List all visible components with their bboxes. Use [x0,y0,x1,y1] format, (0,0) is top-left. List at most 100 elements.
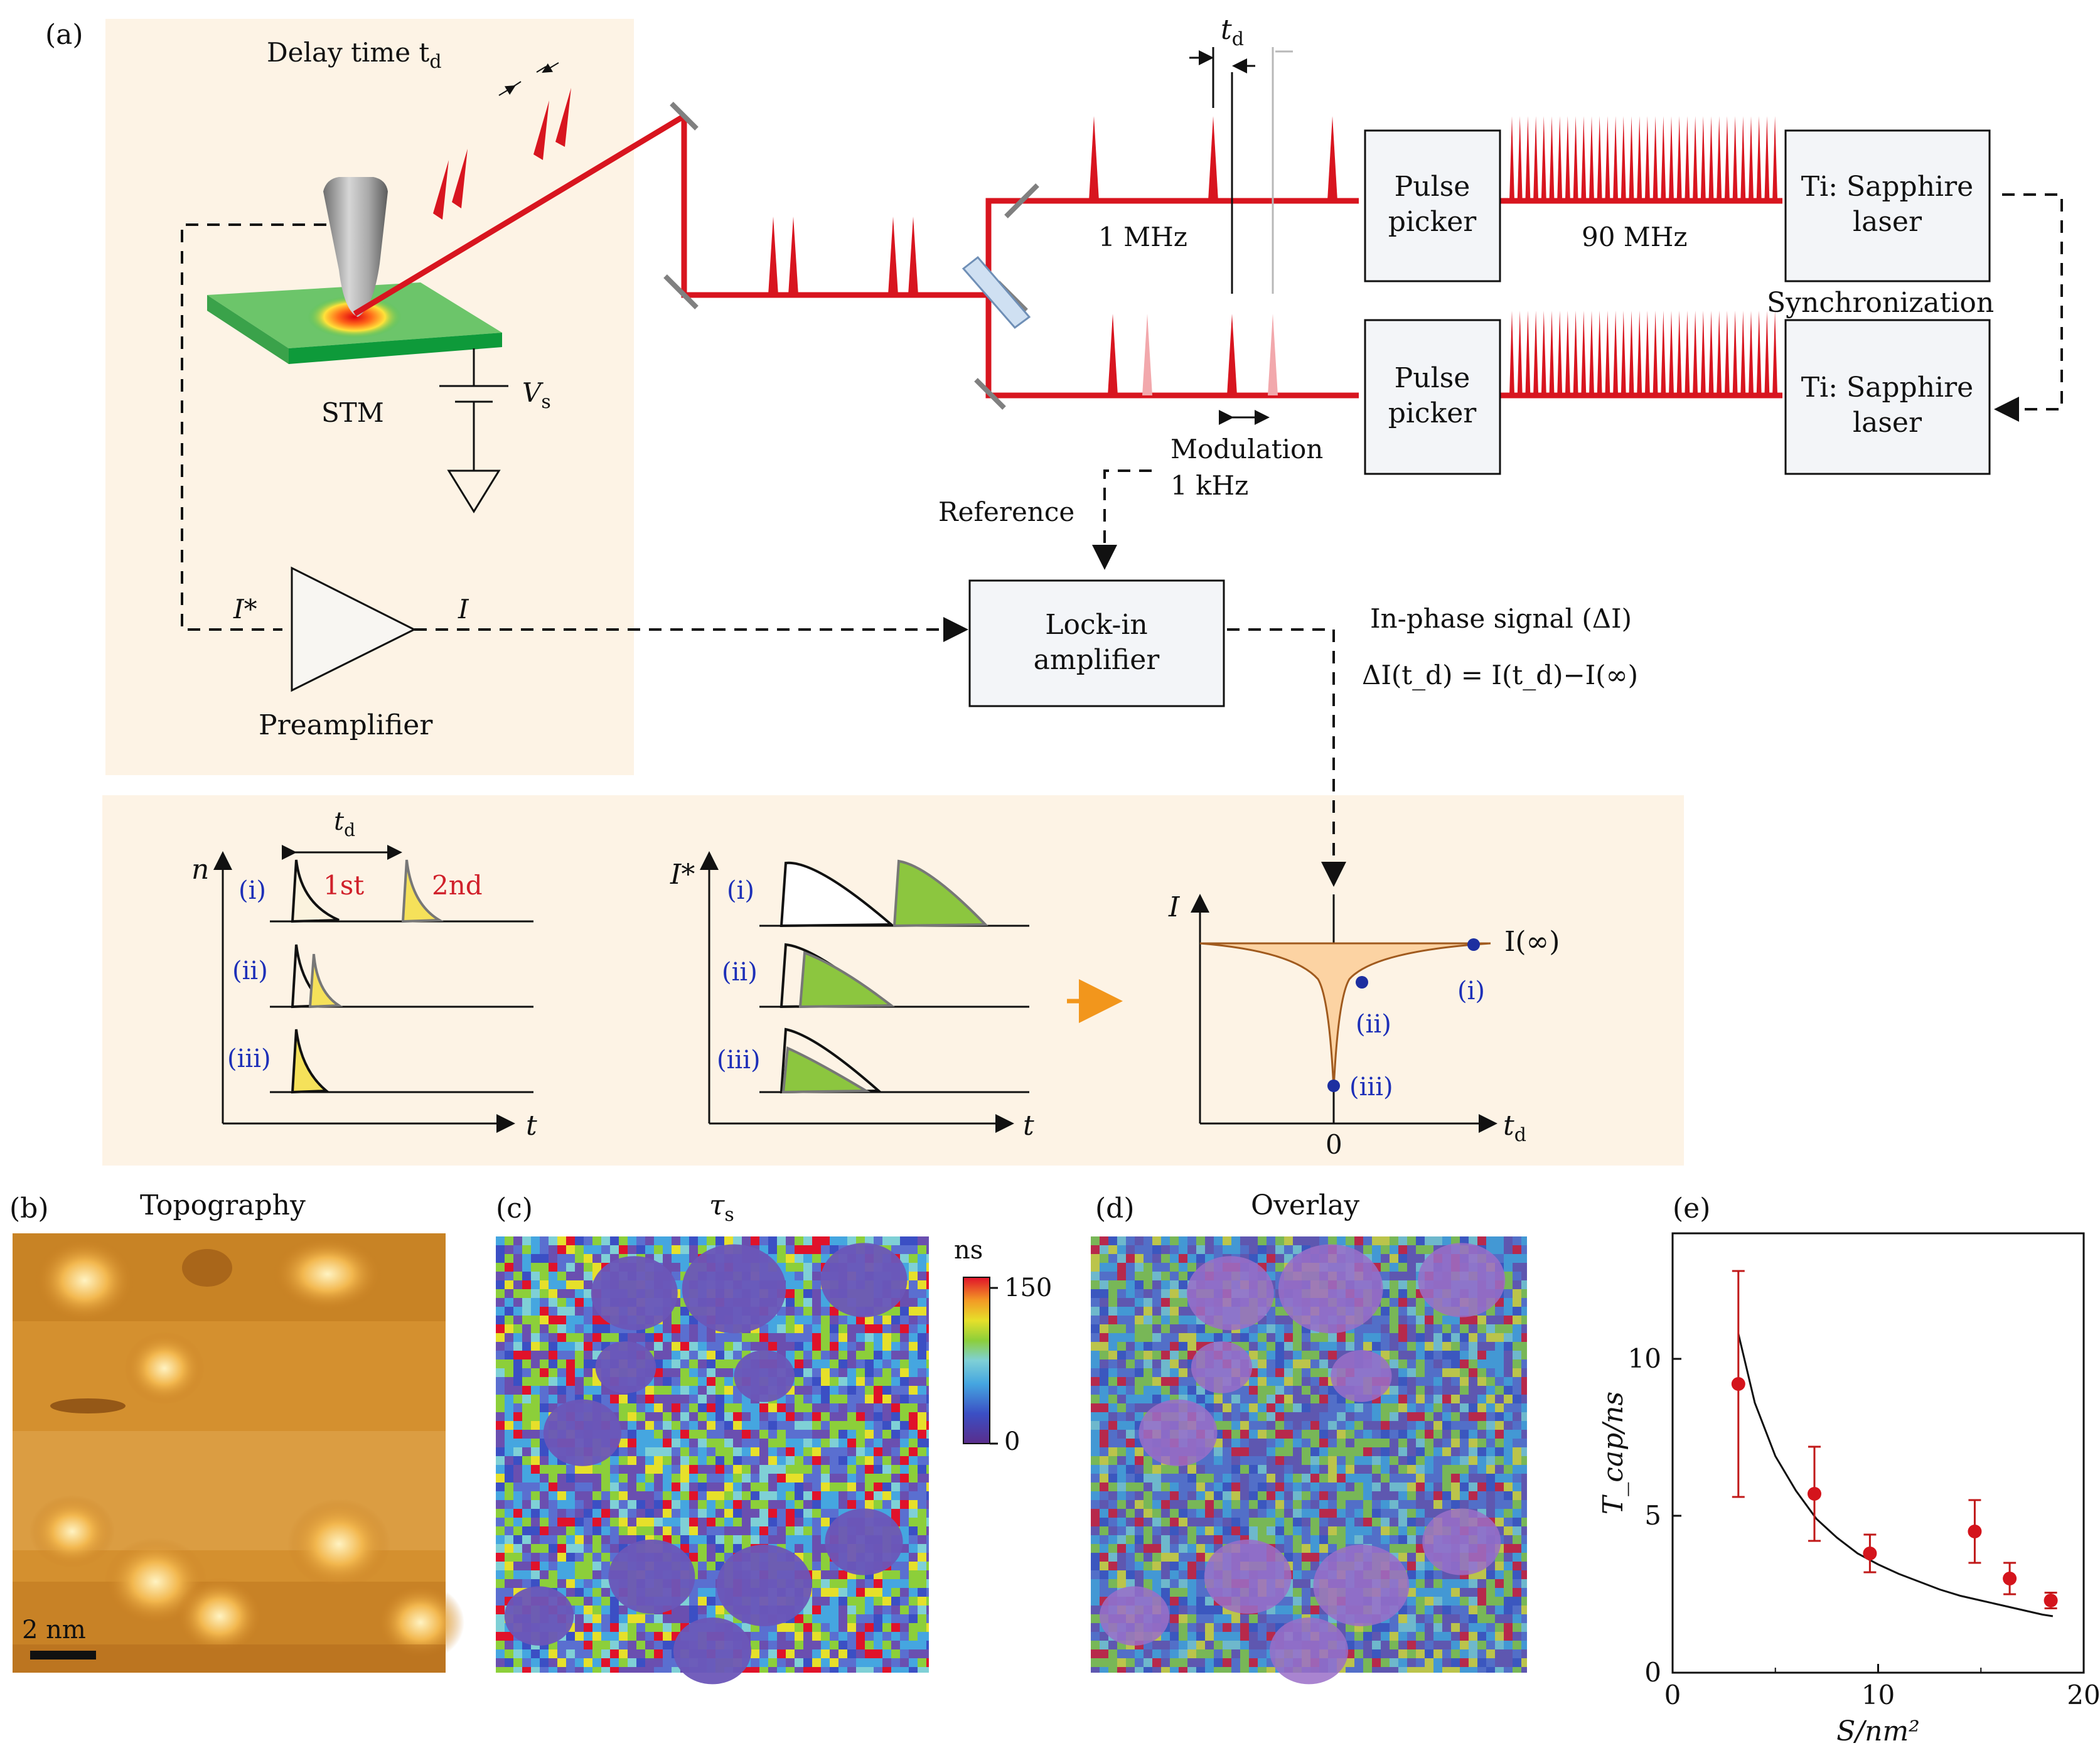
pulse-spike [1629,311,1634,395]
istar-row-i: (i) [727,876,754,905]
istar-row-iii: (iii) [717,1046,761,1075]
pulse-spike [1613,116,1619,201]
pulse-spike [1676,116,1682,201]
pulse-spike [1573,116,1578,201]
x-axis-label: S/nm² [1836,1715,1920,1747]
pulse-spike [1549,116,1555,201]
pulse-spike [1541,116,1546,201]
panel-label-e: (e) [1673,1193,1710,1225]
pulse-spike [1597,311,1602,395]
pulse-spike [1653,311,1658,395]
pulse-spike [1732,311,1738,395]
pulse-train-1mhz [1089,116,1337,201]
pulse-spike [1685,116,1690,201]
pulse-spike [1661,311,1666,395]
topography-title: Topography [140,1189,306,1221]
n-axis-label: n [191,854,209,886]
preamplifier-label: Preamplifier [259,709,433,741]
zero-label: 0 [1326,1129,1342,1160]
data-point [1807,1487,1821,1501]
sync-line [1994,193,2063,422]
pulse-spike [1565,116,1570,201]
pulse-spike [1525,116,1531,201]
modulation-freq-label: 1 kHz [1171,470,1248,501]
i-label: I [458,594,469,625]
overlay-map [1091,1236,1527,1685]
pulse-picker-bottom-label-2: picker [1388,397,1477,429]
laser-bottom [1784,319,1991,475]
point-i [1467,938,1480,951]
vs-label: Vs [522,377,551,413]
pulse-spike [1589,116,1594,201]
pulse-spike [1756,116,1762,201]
y-tick-label: 0 [1644,1657,1661,1688]
pulse-train-modulated [1108,314,1278,395]
laser-top-label-2: laser [1853,206,1922,238]
pulse-spike [1613,311,1619,395]
pulse-spike [1756,311,1762,395]
laser-bottom-label-1: Ti: Sapphire [1801,372,1973,404]
pulse-spike [1661,116,1666,201]
pulse-spike [1740,116,1746,201]
pulse-spike [1517,116,1523,201]
x-tick-label: 10 [1862,1680,1895,1710]
y-tick-label: 10 [1628,1343,1661,1374]
pulse-spike [1669,116,1674,201]
y-axis-label: T_cap/ns [1597,1391,1629,1515]
pulse-spike [1653,116,1658,201]
beam-splitter [962,255,1031,330]
pulse-picker-top-label-1: Pulse [1395,171,1471,203]
curve-label-ii: (ii) [1356,1010,1391,1039]
pulse-spike [1589,311,1594,395]
y-tick-label: 5 [1644,1500,1661,1531]
reference-line [1092,469,1152,570]
bias-circuit [439,348,508,513]
pulse-spike [1573,311,1578,395]
pulse-spike [1621,116,1626,201]
x-tick-label: 0 [1664,1680,1681,1710]
pulse-spike [1565,311,1570,395]
pulse-train-90mhz-bottom [1509,311,1778,395]
overlay-title: Overlay [1251,1189,1359,1221]
pulse-spike [1772,116,1778,201]
data-point [1863,1547,1877,1560]
point-iii [1327,1080,1340,1092]
pulse-spike [1581,311,1587,395]
n-axes [213,851,515,1133]
i-inf-label: I(∞) [1504,926,1560,958]
topography-map [13,1233,464,1673]
equation-label: ΔI(t_d) = I(t_d)−I(∞) [1362,660,1638,690]
second-pulse-label: 2nd [432,870,483,901]
chart-frame [1671,1232,2085,1674]
pulse-spike [1605,116,1610,201]
tip-signal-line [181,223,326,631]
pulse-spike [1629,116,1634,201]
pulse-spike [1764,116,1770,201]
lockin-label-1: Lock-in [1045,609,1148,641]
laser-top [1784,129,1991,282]
pulse-spike [1700,116,1706,201]
n-row-ii: (ii) [232,957,268,985]
pulse-spike [1557,311,1563,395]
istar-label: I* [233,594,257,625]
modulation-label: Modulation [1171,434,1323,464]
pulse-spike [1509,311,1514,395]
pulse-spike [1764,311,1770,395]
pulse-spike [1509,116,1514,201]
pulse-spike [1621,311,1626,395]
pulse-spike [1749,116,1754,201]
pulse-spike [1685,311,1690,395]
delay-time-label: Delay time td [267,37,442,73]
pulse-spike [1533,311,1539,395]
preamplifier [291,566,417,692]
pulse-spike [1732,116,1738,201]
data-point [2044,1594,2058,1607]
pulse-spike [1676,311,1682,395]
pulse-spike [1597,116,1602,201]
pulse-picker-bottom [1364,319,1501,475]
reference-label: Reference [938,496,1074,527]
colorbar [963,1277,990,1444]
diagonal-pulses [433,88,571,220]
